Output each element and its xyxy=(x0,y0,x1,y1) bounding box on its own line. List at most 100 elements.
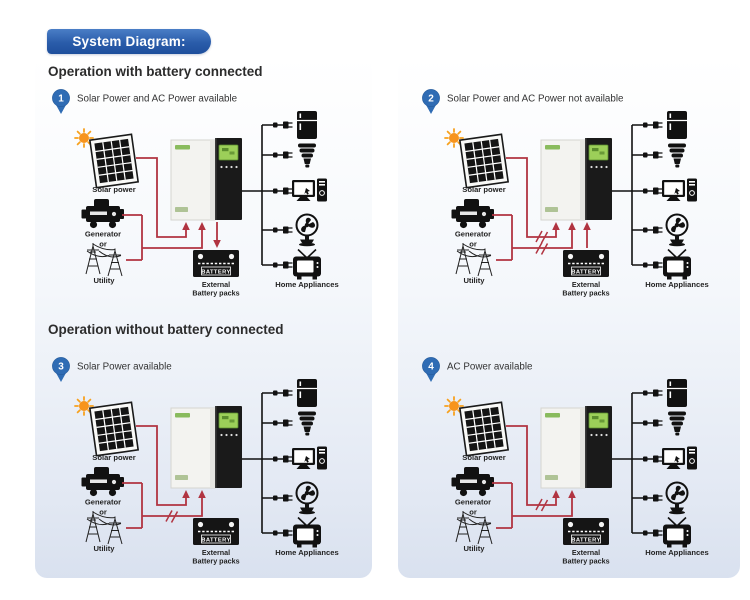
utility-towers-icon xyxy=(85,511,123,545)
generator-label: Generator xyxy=(85,230,121,239)
utility-label: Utility xyxy=(93,544,115,553)
solar-panel-icon xyxy=(458,401,510,457)
computer-icon xyxy=(292,178,327,202)
home-appliances-label: Home Appliances xyxy=(275,548,338,557)
battery-label: BATTERY xyxy=(571,537,601,543)
external-battery-label-2: Battery packs xyxy=(562,557,609,566)
computer-icon xyxy=(292,446,327,470)
power-flow-lines xyxy=(122,425,203,529)
home-appliances-label: Home Appliances xyxy=(645,548,708,557)
sun-icon xyxy=(444,396,464,416)
system-diagram: 4 AC Power available Solar power xyxy=(422,357,709,566)
tv-icon xyxy=(293,248,321,280)
number-badge-icon: 2 xyxy=(422,89,440,114)
cfl-lamp-icon xyxy=(298,411,316,436)
utility-towers-icon xyxy=(455,243,493,277)
inverter-unit-icon xyxy=(540,138,612,221)
brand-logo xyxy=(175,145,190,150)
solar-power-line xyxy=(506,425,557,506)
inverter-unit-icon xyxy=(170,406,242,489)
fridge-icon xyxy=(667,111,687,139)
tv-icon xyxy=(663,248,691,280)
fridge-icon xyxy=(667,379,687,407)
inverter-buttons-icon xyxy=(590,165,608,169)
generator-label: Generator xyxy=(85,498,121,507)
plug-connector-icon xyxy=(643,389,663,537)
computer-icon xyxy=(662,178,697,202)
external-battery-label-1: External xyxy=(202,548,230,557)
panel-caption: AC Power available xyxy=(447,362,533,373)
solar-power-line xyxy=(506,157,557,238)
external-battery-label-2: Battery packs xyxy=(562,289,609,298)
ac-disconnected-mark xyxy=(535,242,549,255)
solar-power-label: Solar power xyxy=(462,185,506,194)
page-title-banner: System Diagram: xyxy=(47,29,211,54)
ac-power-line xyxy=(122,214,203,261)
inverter-unit-icon xyxy=(170,138,242,221)
inverter-display-icon xyxy=(588,144,609,161)
system-diagram: 3 Solar Power available Solar power xyxy=(52,357,339,566)
power-flow-arrowheads xyxy=(552,222,576,230)
plug-connector-icon xyxy=(273,121,293,269)
solar-power-label: Solar power xyxy=(92,185,136,194)
badge-number: 3 xyxy=(58,361,64,372)
computer-icon xyxy=(662,446,697,470)
power-flow-lines xyxy=(122,157,203,261)
cfl-lamp-icon xyxy=(668,143,686,168)
fan-icon xyxy=(295,213,319,247)
system-diagram: 2 Solar Power and AC Power not available… xyxy=(422,89,709,298)
cfl-lamp-icon xyxy=(668,411,686,436)
external-battery-label-2: Battery packs xyxy=(192,289,239,298)
utility-label: Utility xyxy=(463,276,485,285)
utility-label: Utility xyxy=(93,276,115,285)
battery-label: BATTERY xyxy=(571,269,601,275)
generator-label: Generator xyxy=(455,230,491,239)
appliance-bus-line xyxy=(242,392,283,534)
inverter-display-icon xyxy=(588,412,609,429)
power-flow-lines xyxy=(492,157,573,261)
panel-caption: Solar Power available xyxy=(77,362,172,373)
tv-icon xyxy=(293,516,321,548)
inverter-buttons-icon xyxy=(590,433,608,437)
diagram-panel-4: 4 AC Power available Solar power xyxy=(418,356,740,582)
utility-towers-icon xyxy=(455,511,493,545)
external-battery-label-1: External xyxy=(202,280,230,289)
system-diagram: 1 Solar Power and AC Power available Sol… xyxy=(52,89,339,298)
generator-label: Generator xyxy=(455,498,491,507)
power-flow-arrowheads xyxy=(182,490,206,498)
solar-panel-icon xyxy=(88,401,140,457)
solar-disconnected-mark xyxy=(535,498,549,512)
plug-connector-icon xyxy=(273,389,293,537)
or-label: or xyxy=(99,240,107,249)
or-label: or xyxy=(469,508,477,517)
number-badge-icon: 3 xyxy=(52,357,70,382)
tv-icon xyxy=(663,516,691,548)
appliance-bus-line xyxy=(612,124,653,266)
generator-icon xyxy=(451,467,494,497)
battery-icon: BATTERY xyxy=(193,518,239,545)
diagram-panel-3: 3 Solar Power available Solar power xyxy=(48,356,370,582)
solar-panel-icon xyxy=(458,133,510,189)
inverter-buttons-icon xyxy=(220,165,238,169)
solar-power-line xyxy=(136,157,187,238)
battery-label: BATTERY xyxy=(201,269,231,275)
sun-icon xyxy=(444,128,464,148)
ac-disconnected-mark xyxy=(165,510,179,523)
inverter-buttons-icon xyxy=(220,433,238,437)
badge-number: 2 xyxy=(428,93,434,104)
utility-towers-icon xyxy=(85,243,123,277)
brand-logo xyxy=(175,413,190,418)
solar-panel-icon xyxy=(88,133,140,189)
diagram-panel-2: 2 Solar Power and AC Power not available… xyxy=(418,88,740,314)
external-battery-label-1: External xyxy=(572,280,600,289)
ac-power-line xyxy=(492,214,573,261)
solar-disconnected-mark xyxy=(535,230,549,244)
badge-number: 1 xyxy=(58,93,64,104)
inverter-display-icon xyxy=(218,144,239,161)
solar-power-label: Solar power xyxy=(462,453,506,462)
ac-power-line xyxy=(122,482,203,529)
fan-icon xyxy=(665,481,689,515)
battery-charge-arrow xyxy=(213,222,221,248)
diagram-panel-1: 1 Solar Power and AC Power available Sol… xyxy=(48,88,370,314)
